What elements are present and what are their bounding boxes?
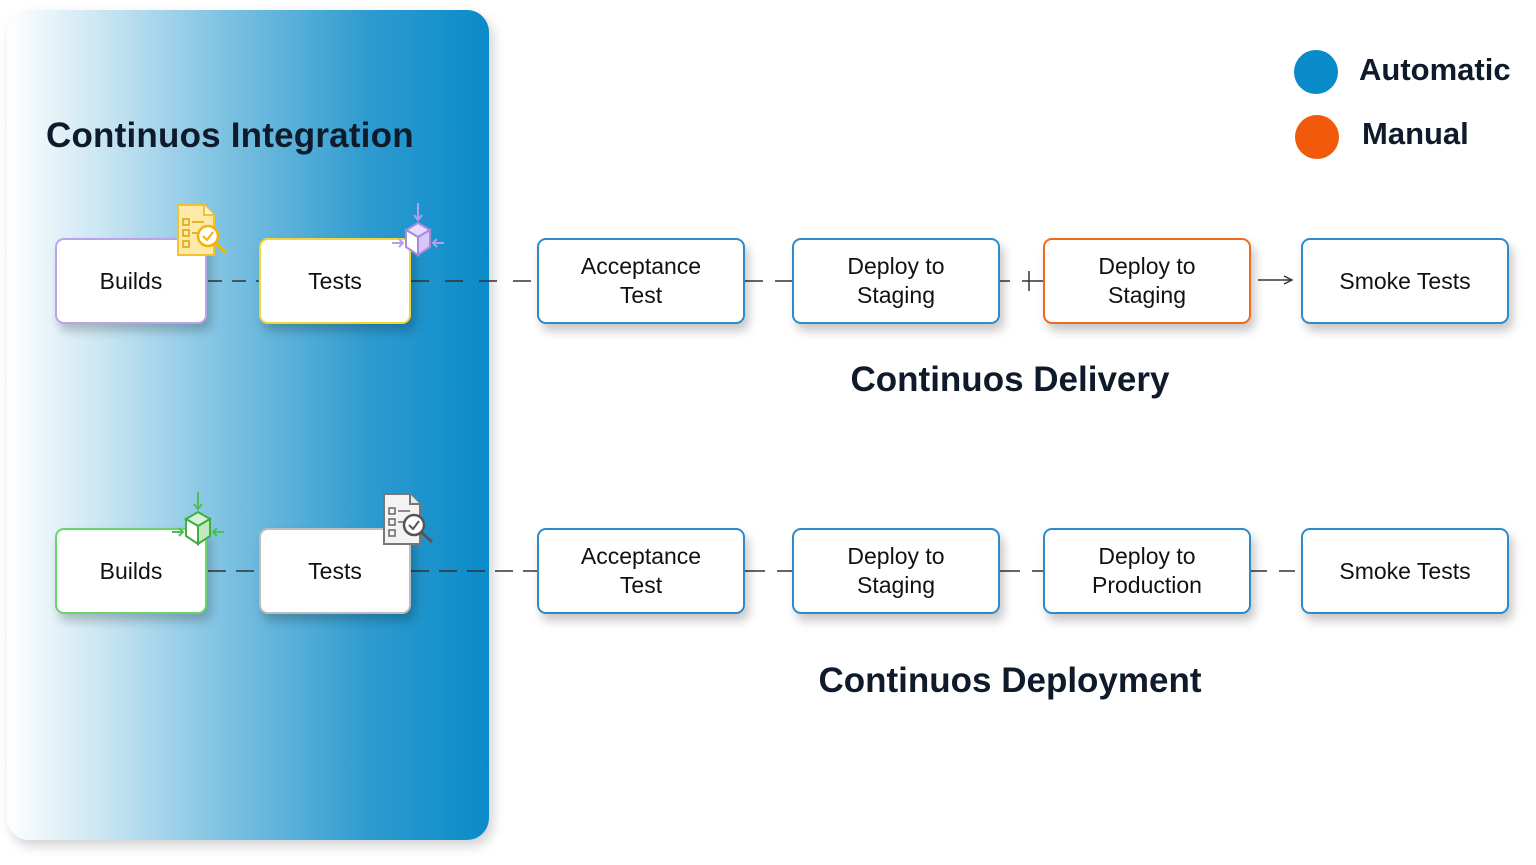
- tests-box-1: Tests: [259, 238, 411, 324]
- legend-automatic-label: Automatic: [1359, 52, 1511, 87]
- package-inbound-icon: [392, 203, 444, 257]
- legend-automatic-dot: [1294, 50, 1338, 94]
- builds-box-2: Builds: [55, 528, 207, 614]
- deployment-step-1-line2: Test: [619, 572, 663, 598]
- ci-title: Continuos Integration: [46, 116, 414, 155]
- deployment-step-4-line1: Smoke Tests: [1339, 557, 1471, 584]
- deployment-deploy-staging-box: Deploy to Staging: [792, 528, 1000, 614]
- builds-label-2: Builds: [99, 557, 163, 584]
- delivery-acceptance-test-box: Acceptance Test: [537, 238, 745, 324]
- deployment-deploy-production-box: Deploy to Production: [1043, 528, 1251, 614]
- builds-label-1: Builds: [99, 267, 163, 294]
- deployment-step-3-line2: Production: [1092, 572, 1202, 598]
- delivery-deploy-staging-manual-box: Deploy to Staging: [1043, 238, 1251, 324]
- delivery-step-3-line2: Staging: [1107, 282, 1186, 308]
- deployment-step-2-line2: Staging: [856, 572, 935, 598]
- tests-label-2: Tests: [308, 557, 362, 584]
- legend-manual-label: Manual: [1362, 116, 1469, 151]
- legend-manual-dot: [1295, 115, 1339, 159]
- delivery-step-1-line1: Acceptance: [580, 253, 702, 280]
- deployment-smoke-tests-box: Smoke Tests: [1301, 528, 1509, 614]
- deployment-step-3-line1: Deploy to: [1098, 543, 1196, 570]
- ci-panel: [7, 10, 489, 840]
- delivery-deploy-staging-box: Deploy to Staging: [792, 238, 1000, 324]
- delivery-step-3-line1: Deploy to: [1098, 253, 1196, 280]
- report-search-icon: [383, 493, 434, 545]
- tests-label-1: Tests: [308, 267, 362, 294]
- delivery-step-2-line1: Deploy to: [847, 253, 945, 280]
- delivery-step-2-line2: Staging: [856, 282, 935, 308]
- package-inbound-green-icon: [172, 492, 224, 546]
- delivery-step-1-line2: Test: [619, 282, 663, 308]
- delivery-step-4-line1: Smoke Tests: [1339, 267, 1471, 294]
- arrowhead-smoke-1: [1283, 275, 1294, 285]
- delivery-smoke-tests-box: Smoke Tests: [1301, 238, 1509, 324]
- delivery-title: Continuos Delivery: [850, 360, 1170, 399]
- deployment-step-1-line1: Acceptance: [580, 543, 702, 570]
- checklist-report-icon: [177, 204, 228, 256]
- deployment-title: Continuos Deployment: [818, 661, 1202, 700]
- deployment-acceptance-test-box: Acceptance Test: [537, 528, 745, 614]
- deployment-step-2-line1: Deploy to: [847, 543, 945, 570]
